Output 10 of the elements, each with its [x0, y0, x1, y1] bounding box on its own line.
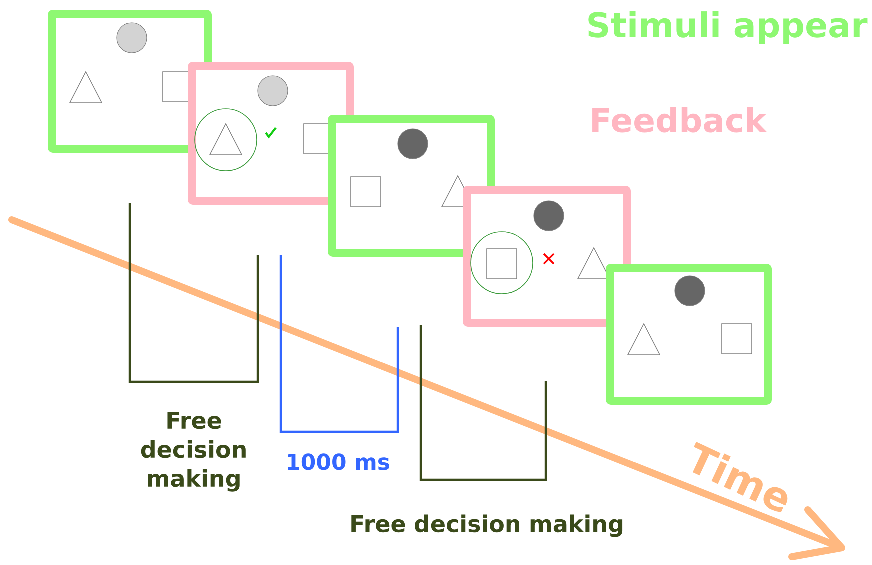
heading-label: Feedback: [592, 107, 768, 133]
bracket-label: Free decision making: [352, 514, 623, 538]
screen-drawing: [606, 264, 772, 405]
screen-drawing: [48, 10, 212, 153]
bracket-label: Free decision making: [141, 412, 246, 492]
heading-label: Stimuli appear: [588, 12, 868, 44]
screen-drawing: [328, 115, 495, 257]
screen-drawing: [463, 186, 631, 327]
screen-drawing: [188, 62, 354, 205]
bracket-label: 1000 ms: [288, 454, 390, 470]
